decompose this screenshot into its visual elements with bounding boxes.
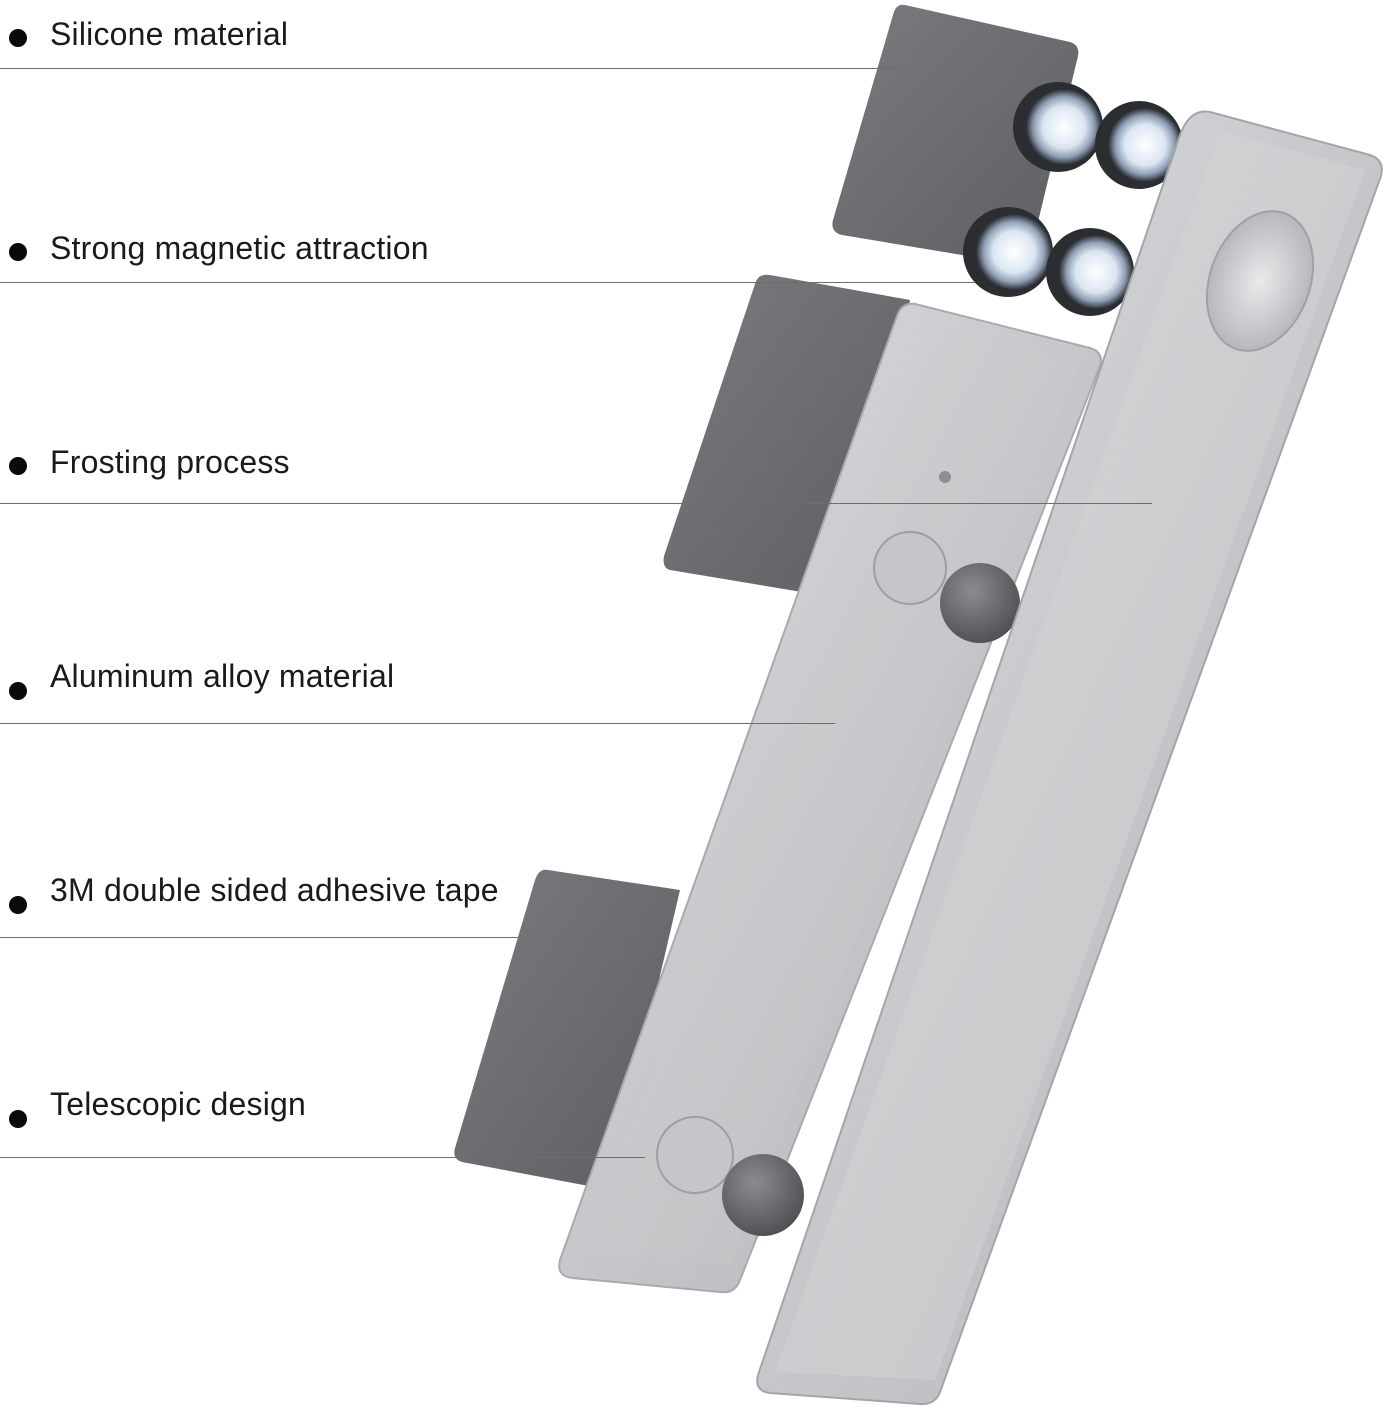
leader-line	[0, 937, 600, 938]
feature-label: Aluminum alloy material	[50, 658, 395, 694]
bullet-icon	[9, 1110, 27, 1128]
leader-line	[0, 503, 1152, 504]
bullet-icon	[9, 896, 27, 914]
bullet-icon	[9, 243, 27, 261]
feature-label: 3M double sided adhesive tape	[50, 872, 499, 908]
aluminum-bracket	[756, 110, 1383, 1406]
magnets	[963, 82, 1183, 316]
feature-label: Frosting process	[50, 444, 290, 480]
leader-line	[0, 282, 975, 283]
leader-line	[0, 723, 835, 724]
feature-label: Silicone material	[50, 16, 289, 52]
feature-label: Telescopic design	[50, 1086, 306, 1122]
silicone-pad-top	[832, 4, 1079, 265]
bullet-icon	[9, 682, 27, 700]
bullet-icon	[9, 29, 27, 47]
leader-line	[0, 1157, 645, 1158]
bullet-icon	[9, 457, 27, 475]
leader-line	[0, 68, 905, 69]
telescopic-slider	[558, 302, 1102, 1294]
feature-label: Strong magnetic attraction	[50, 230, 429, 266]
